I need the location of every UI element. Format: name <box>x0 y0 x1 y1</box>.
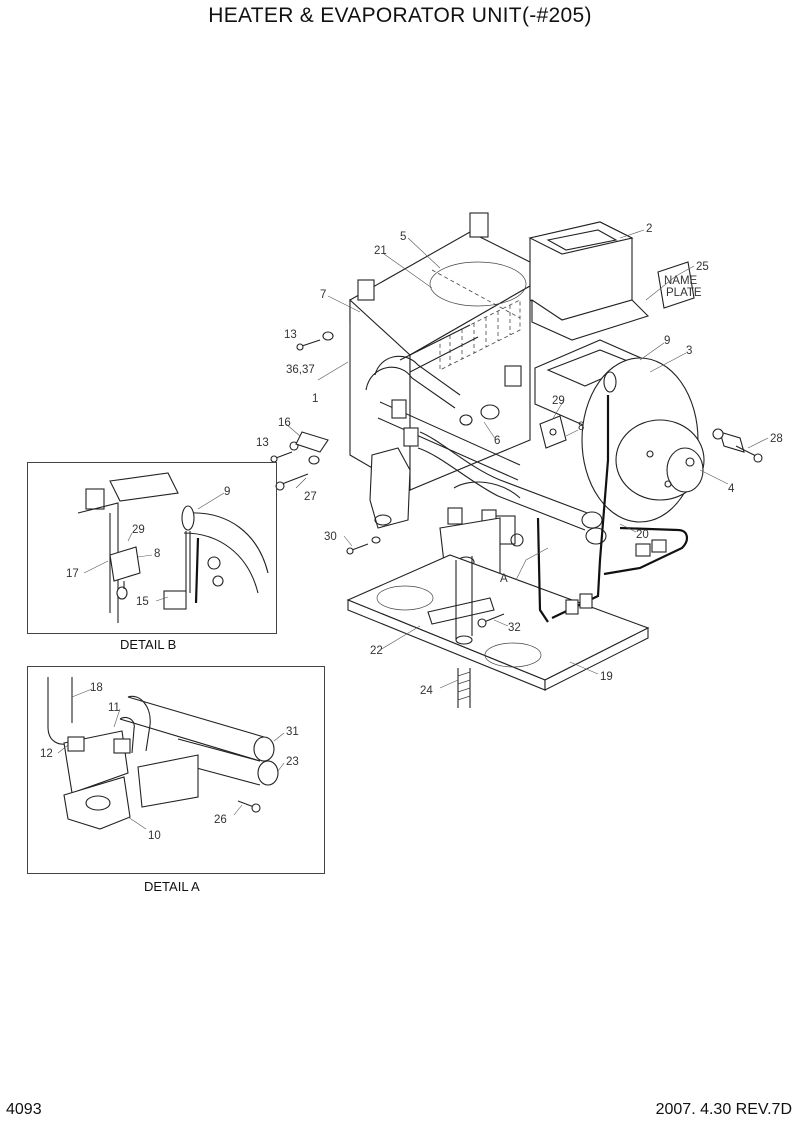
sensor-bracket <box>539 415 567 449</box>
callout-4: 4 <box>728 483 735 495</box>
callout-29: 29 <box>552 395 565 407</box>
fasteners <box>270 331 763 628</box>
callout-21: 21 <box>374 245 387 257</box>
base-plate <box>346 554 650 691</box>
evaporator-core <box>439 299 521 371</box>
callout-13: 13 <box>284 329 297 341</box>
name-plate: NAME PLATE <box>657 261 702 309</box>
detail-a-callout-11: 11 <box>108 702 120 714</box>
callout-8: 8 <box>578 421 584 433</box>
callout-25: 25 <box>696 261 709 273</box>
detail-a-label: DETAIL A <box>144 879 200 894</box>
detail-a-callout-10: 10 <box>148 830 161 842</box>
wiring-harness <box>536 371 688 623</box>
page-number: 4093 <box>6 1101 42 1118</box>
detail-a-callout-31: 31 <box>286 726 299 738</box>
detail-b-drawing: 9 29 8 17 15 <box>66 472 269 623</box>
callout-13b: 13 <box>256 437 269 449</box>
detail-a-callout-23: 23 <box>286 756 299 768</box>
detail-b-callout-15: 15 <box>136 596 149 608</box>
duct-outlet <box>528 221 650 341</box>
name-plate-text-2: PLATE <box>666 287 702 299</box>
detail-a-callout-26: 26 <box>214 814 227 826</box>
detail-b-frame: 9 29 8 17 15 <box>27 462 277 634</box>
blower-assembly <box>534 339 745 523</box>
detail-a-callout-12: 12 <box>40 748 53 760</box>
housing-body <box>349 212 531 491</box>
support-post <box>455 556 473 708</box>
detail-b-callout-9: 9 <box>224 486 230 498</box>
mounting-bracket <box>369 447 501 581</box>
callout-5: 5 <box>400 231 406 243</box>
callout-20: 20 <box>636 529 649 541</box>
callout-6: 6 <box>494 435 500 447</box>
callout-22: 22 <box>370 645 383 657</box>
detail-b-callout-29: 29 <box>132 524 145 536</box>
callout-28: 28 <box>770 433 783 445</box>
callout-7: 7 <box>320 289 326 301</box>
callout-A: A <box>500 573 508 585</box>
detail-b-label: DETAIL B <box>120 637 177 652</box>
detail-b-callout-17: 17 <box>66 568 79 580</box>
detail-a-frame: 18 11 12 31 23 26 10 <box>27 666 325 874</box>
leader-lines <box>285 229 769 689</box>
callout-19: 19 <box>600 671 613 683</box>
detail-a-drawing: 18 11 12 31 23 26 10 <box>40 677 299 842</box>
callout-16: 16 <box>278 417 291 429</box>
callout-3: 3 <box>686 345 692 357</box>
callout-32: 32 <box>508 622 521 634</box>
detail-b-callout-8: 8 <box>154 548 160 560</box>
callout-36-37: 36,37 <box>286 364 315 376</box>
revision-date: 2007. 4.30 REV.7D <box>655 1101 792 1118</box>
detail-a-callout-18: 18 <box>90 682 103 694</box>
callout-27: 27 <box>304 491 317 503</box>
callout-30: 30 <box>324 531 337 543</box>
callout-24: 24 <box>420 685 433 697</box>
name-plate-text-1: NAME <box>664 275 698 287</box>
callout-9: 9 <box>664 335 670 347</box>
page-title: HEATER & EVAPORATOR UNIT(-#205) <box>208 4 592 27</box>
callout-1: 1 <box>312 393 318 405</box>
callout-2: 2 <box>646 223 652 235</box>
